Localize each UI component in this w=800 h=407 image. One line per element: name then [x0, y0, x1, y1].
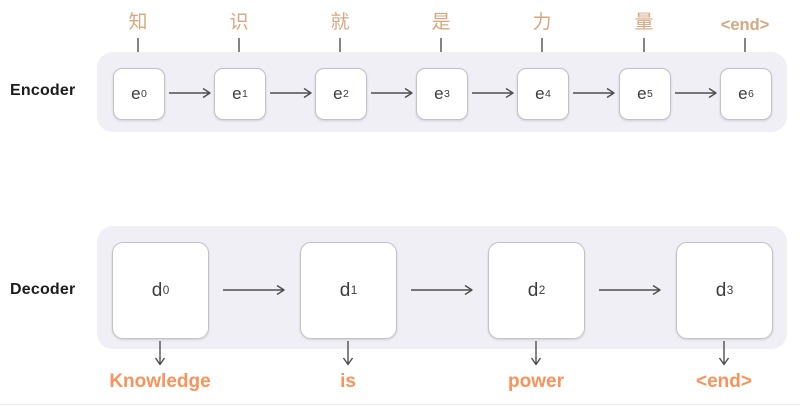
decoder-track	[97, 226, 787, 349]
unit-base: d	[151, 279, 163, 301]
arrow-down-icon	[153, 340, 167, 366]
unit-base: e	[232, 84, 242, 103]
unit-subscript: 1	[242, 87, 248, 100]
arrow-right-icon	[222, 284, 286, 296]
arrow-down-icon	[529, 340, 543, 366]
unit-base: e	[131, 84, 141, 103]
encoder-section-label: Encoder	[10, 82, 76, 99]
encoder-input-end-token: <end>	[720, 16, 770, 34]
arrow-right-icon	[410, 284, 474, 296]
unit-subscript: 1	[350, 283, 358, 297]
unit-base: e	[434, 84, 444, 103]
arrow-right-icon	[471, 87, 515, 99]
unit-base: d	[715, 279, 727, 301]
arrow-right-icon	[168, 87, 212, 99]
arrow-right-icon	[572, 87, 616, 99]
arrow-right-icon	[674, 87, 718, 99]
arrow-down-icon	[717, 340, 731, 366]
decoder-output-token: Knowledge	[109, 371, 211, 392]
decoder-output-end-token: <end>	[696, 371, 752, 392]
arrow-right-icon	[598, 284, 662, 296]
unit-subscript: 3	[444, 87, 450, 100]
arrow-right-icon	[370, 87, 414, 99]
encoder-input-token: 量	[634, 12, 654, 33]
unit-subscript: 4	[545, 87, 551, 100]
arrow-down-icon	[341, 340, 355, 366]
unit-subscript: 6	[748, 87, 754, 100]
decoder-section-label: Decoder	[10, 281, 76, 298]
unit-base: e	[637, 84, 647, 103]
encoder-input-token: 知	[128, 12, 148, 33]
unit-subscript: 3	[726, 283, 734, 297]
unit-base: e	[333, 84, 343, 103]
unit-base: e	[738, 84, 748, 103]
unit-base: e	[535, 84, 545, 103]
unit-subscript: 0	[141, 87, 147, 100]
unit-base: d	[339, 279, 351, 301]
encoder-input-token: 识	[229, 12, 249, 33]
encoder-input-token: 力	[532, 12, 552, 33]
decoder-output-token: is	[340, 371, 356, 392]
unit-subscript: 2	[343, 87, 349, 100]
unit-subscript: 0	[162, 283, 170, 297]
encoder-input-token: 是	[431, 12, 451, 33]
encoder-input-token: 就	[330, 12, 350, 33]
unit-base: d	[527, 279, 539, 301]
unit-subscript: 2	[538, 283, 546, 297]
decoder-output-token: power	[508, 371, 564, 392]
arrow-right-icon	[269, 87, 313, 99]
bottom-divider	[0, 404, 800, 405]
unit-subscript: 5	[647, 87, 653, 100]
